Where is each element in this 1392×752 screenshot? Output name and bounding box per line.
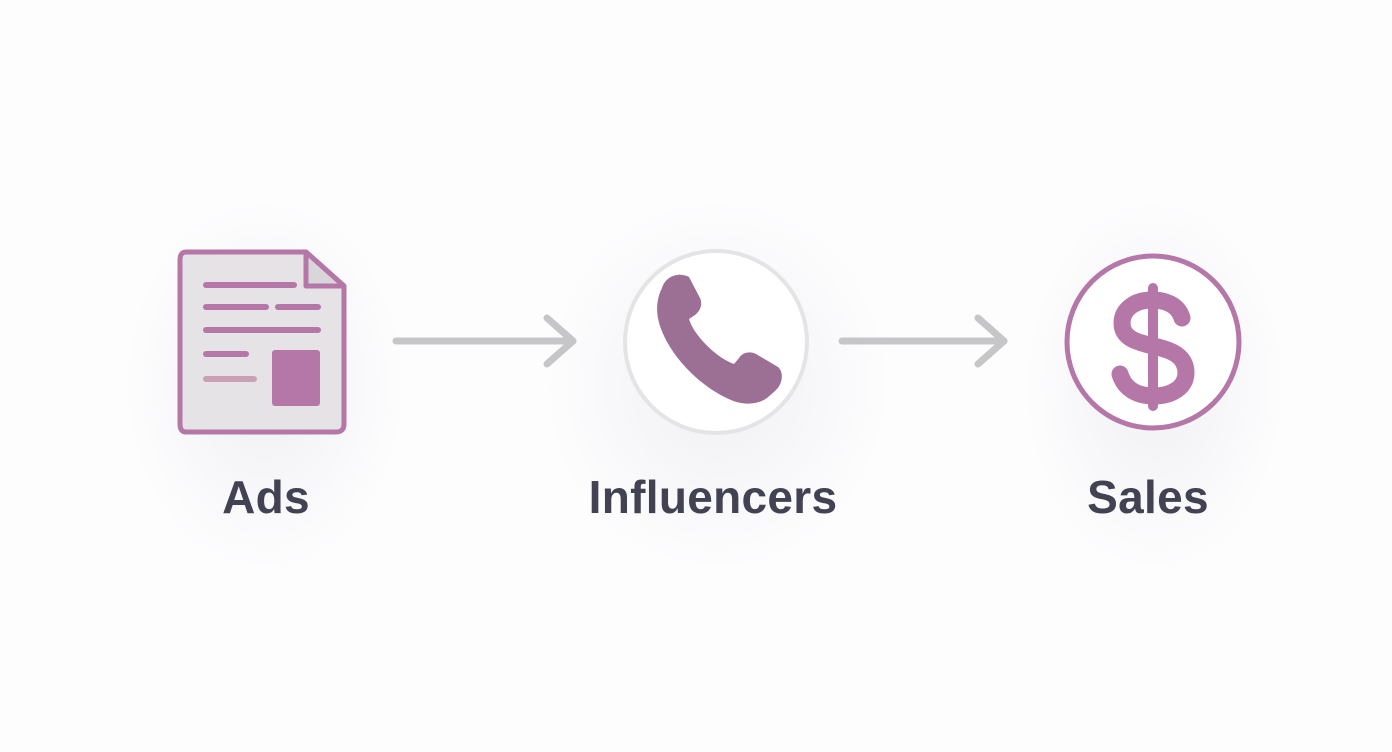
node-label-ads: Ads (222, 471, 310, 523)
node-label-sales: Sales (1087, 471, 1209, 523)
dollar-icon (1064, 253, 1242, 431)
phone-icon (623, 249, 809, 435)
node-label-influencers: Influencers (588, 471, 838, 523)
document-icon (177, 249, 347, 435)
arrow-influencers-to-sales (838, 314, 1008, 368)
arrow-ads-to-influencers (392, 314, 577, 368)
